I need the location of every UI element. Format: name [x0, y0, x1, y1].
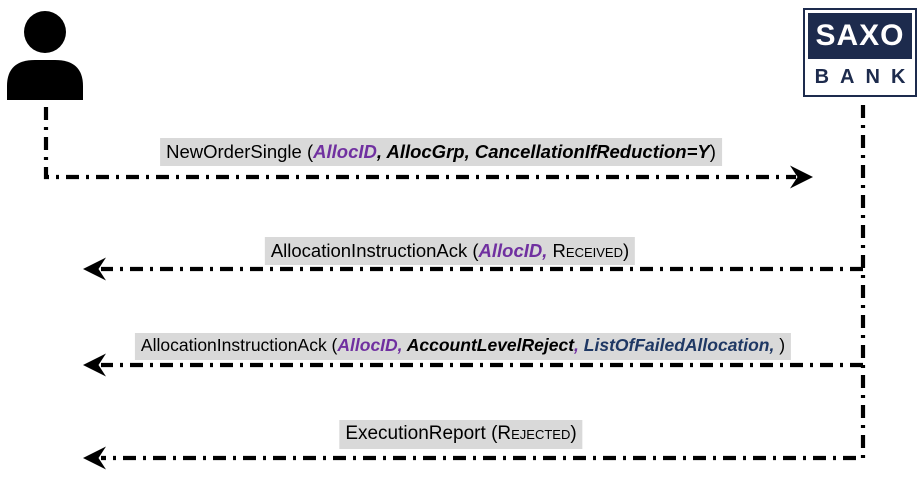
- message-label-new-order-single: NewOrderSingle (AllocID, AllocGrp, Cance…: [160, 138, 722, 167]
- message-text-segment: AllocationInstructionAck (: [270, 240, 479, 261]
- message-text-segment: ): [709, 141, 716, 162]
- saxo-logo-top: SAXO: [808, 13, 912, 59]
- field-allocid: AllocID,: [478, 240, 548, 261]
- message-label-allocation-instruction-ack-reject: AllocationInstructionAck (AllocID, Accou…: [134, 333, 792, 360]
- message-text-segment: ): [570, 423, 577, 444]
- message-label-execution-report-rejected: ExecutionReport (Rejected): [339, 420, 583, 449]
- message-text-segment: AllocationInstructionAck (: [140, 335, 338, 355]
- person-icon: [7, 11, 83, 100]
- message-text-segment: ): [622, 240, 630, 261]
- arrowhead-left-message4: [83, 446, 106, 470]
- bank-lifeline-and-message4-arrow: [101, 105, 866, 461]
- message-label-allocation-instruction-ack-received: AllocationInstructionAck (AllocID, Recei…: [264, 237, 636, 266]
- field-account-level-reject: AccountLevelReject: [402, 335, 575, 355]
- field-list-of-failed-allocation: ListOfFailedAllocation: [578, 335, 770, 355]
- status-received: Received: [552, 240, 623, 261]
- message-text-segment: ): [774, 335, 786, 355]
- arrowhead-right-message1: [790, 165, 813, 189]
- message-text-segment: NewOrderSingle (: [166, 141, 314, 162]
- arrowhead-left-message2: [83, 257, 106, 281]
- message-text-segment: ,: [769, 335, 775, 355]
- client-actor: [4, 6, 90, 100]
- saxo-bank-logo: SAXO BANK: [803, 8, 917, 97]
- field-allocgrp-cancellation: , AllocGrp, CancellationIfReduction=Y: [376, 141, 710, 162]
- field-allocid: AllocID,: [337, 335, 403, 355]
- saxo-logo-bottom: BANK: [814, 66, 917, 88]
- message-text-segment: ,: [574, 335, 579, 355]
- status-rejected: Rejected: [497, 423, 571, 444]
- client-lifeline-and-message1-arrow: [43, 107, 796, 180]
- field-allocid: AllocID: [313, 141, 377, 162]
- arrowhead-left-message3: [83, 353, 106, 377]
- message-text-segment: ExecutionReport (: [345, 423, 498, 444]
